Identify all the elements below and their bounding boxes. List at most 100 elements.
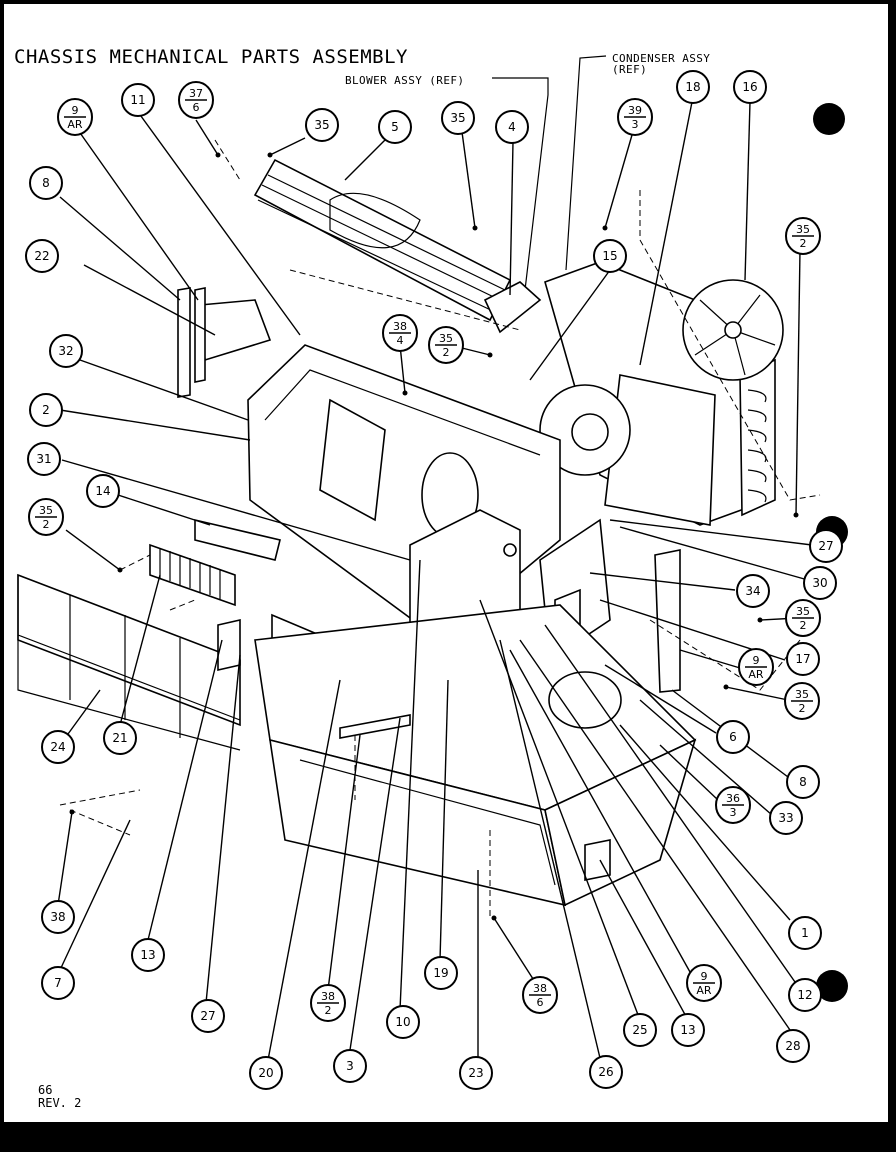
callout-9-AR: 9AR [57, 98, 93, 136]
callout-circle [249, 1056, 283, 1090]
leader-12 [544, 624, 796, 983]
blower-scroll [319, 398, 386, 522]
callout-8: 8 [786, 765, 820, 799]
leader-9-ar-bottom [509, 649, 691, 973]
callout-number: 10 [395, 1015, 410, 1029]
orifice-panel-flange [264, 369, 541, 456]
callout-circle [378, 110, 412, 144]
leader-38-2 [327, 734, 361, 991]
callout-circle [788, 916, 822, 950]
callout-21: 21 [103, 721, 137, 755]
reference-leaders [492, 55, 607, 291]
callout-fraction-top: 35 [795, 688, 809, 701]
callout-number: 8 [799, 775, 807, 789]
punch-hole-bottom [816, 970, 848, 1002]
callout-number: 13 [680, 1023, 695, 1037]
callout-35: 35 [441, 101, 475, 135]
blower-ref-leader [492, 77, 549, 291]
callout-fraction-top: 35 [796, 605, 810, 618]
callout-number: 21 [112, 731, 127, 745]
leader-35-top [269, 137, 306, 156]
callout-9-AR: 9AR [738, 648, 774, 686]
leader-34 [589, 572, 736, 591]
callout-37-6: 376 [178, 81, 214, 119]
leader-1 [619, 724, 791, 921]
callout-fraction-top: 38 [321, 990, 335, 1003]
callout-fraction-top: 37 [189, 87, 203, 100]
callout-number: 25 [632, 1023, 647, 1037]
leader-35-2-mid [461, 347, 491, 356]
callout-38-6: 386 [522, 976, 558, 1014]
callout-circle [716, 720, 750, 754]
condenser-ref-line-1: CONDENSER ASSY [612, 52, 711, 65]
condenser-ref-leader [565, 55, 607, 271]
callout-number: 24 [50, 740, 65, 754]
part-22-bracket [199, 299, 272, 362]
leader-39-3 [604, 134, 633, 229]
callout-35-2: 352 [28, 498, 64, 536]
leader-5 [344, 139, 386, 181]
callout-circle [495, 110, 529, 144]
base-pan-side [544, 738, 697, 907]
callout-number: 38 [50, 910, 65, 924]
condenser-dash-line [639, 190, 821, 501]
leader-28 [519, 639, 791, 1031]
callout-circle [803, 566, 837, 600]
callout-18: 18 [676, 70, 710, 104]
callout-number: 20 [258, 1066, 273, 1080]
callout-fraction-top: 35 [439, 332, 453, 345]
callout-35-2: 352 [428, 326, 464, 364]
callout-35: 35 [305, 108, 339, 142]
callout-26: 26 [589, 1055, 623, 1089]
callout-36-3: 363 [715, 786, 751, 824]
callout-circle [671, 1013, 705, 1047]
callout-19: 19 [424, 956, 458, 990]
callout-fraction-bottom: 2 [800, 619, 807, 632]
callout-fraction-bottom: 2 [799, 702, 806, 715]
callout-number: 4 [508, 120, 516, 134]
callout-number: 31 [36, 452, 51, 466]
callout-circle [25, 239, 59, 273]
louver-21 [149, 543, 236, 607]
callout-number: 22 [34, 249, 49, 263]
callout-number: 1 [801, 926, 809, 940]
leader-15 [529, 269, 611, 381]
callout-number: 27 [818, 539, 833, 553]
callout-7: 7 [41, 966, 75, 1000]
callout-number: 23 [468, 1066, 483, 1080]
callout-number: 3 [346, 1059, 354, 1073]
leader-35-mid [461, 131, 476, 229]
callout-circle [386, 1005, 420, 1039]
leader-16 [744, 101, 751, 281]
callout-5: 5 [378, 110, 412, 144]
filter-grid-lines [17, 575, 241, 751]
callout-circle [41, 730, 75, 764]
leader-38-6 [493, 917, 536, 983]
leader-38-left [57, 811, 73, 906]
leader-11 [137, 111, 301, 336]
blower-assembly-reference: BLOWER ASSY (REF) [345, 74, 465, 87]
callout-fraction-bottom: 6 [537, 996, 544, 1009]
callout-circle [459, 1056, 493, 1090]
callout-circle [623, 1013, 657, 1047]
callout-fraction-bottom: 3 [730, 806, 737, 819]
callout-20: 20 [249, 1056, 283, 1090]
callout-8: 8 [29, 166, 63, 200]
diagram-title: CHASSIS MECHANICAL PARTS ASSEMBLY [14, 46, 408, 68]
callout-number: 2 [42, 403, 50, 417]
leader-37-6 [195, 119, 219, 156]
callout-fraction-bottom: 2 [43, 518, 50, 531]
callout-fraction-bottom: 2 [443, 346, 450, 359]
callout-number: 8 [42, 176, 50, 190]
hidden-line-left [119, 554, 196, 611]
callout-16: 16 [733, 70, 767, 104]
part-3-strap [339, 714, 411, 739]
callout-39-3: 393 [617, 98, 653, 136]
callout-number: 19 [433, 966, 448, 980]
callout-fraction-top: 36 [726, 792, 740, 805]
callout-circle [736, 574, 770, 608]
leader-14 [117, 494, 211, 526]
callout-circle [788, 978, 822, 1012]
callout-32: 32 [49, 334, 83, 368]
